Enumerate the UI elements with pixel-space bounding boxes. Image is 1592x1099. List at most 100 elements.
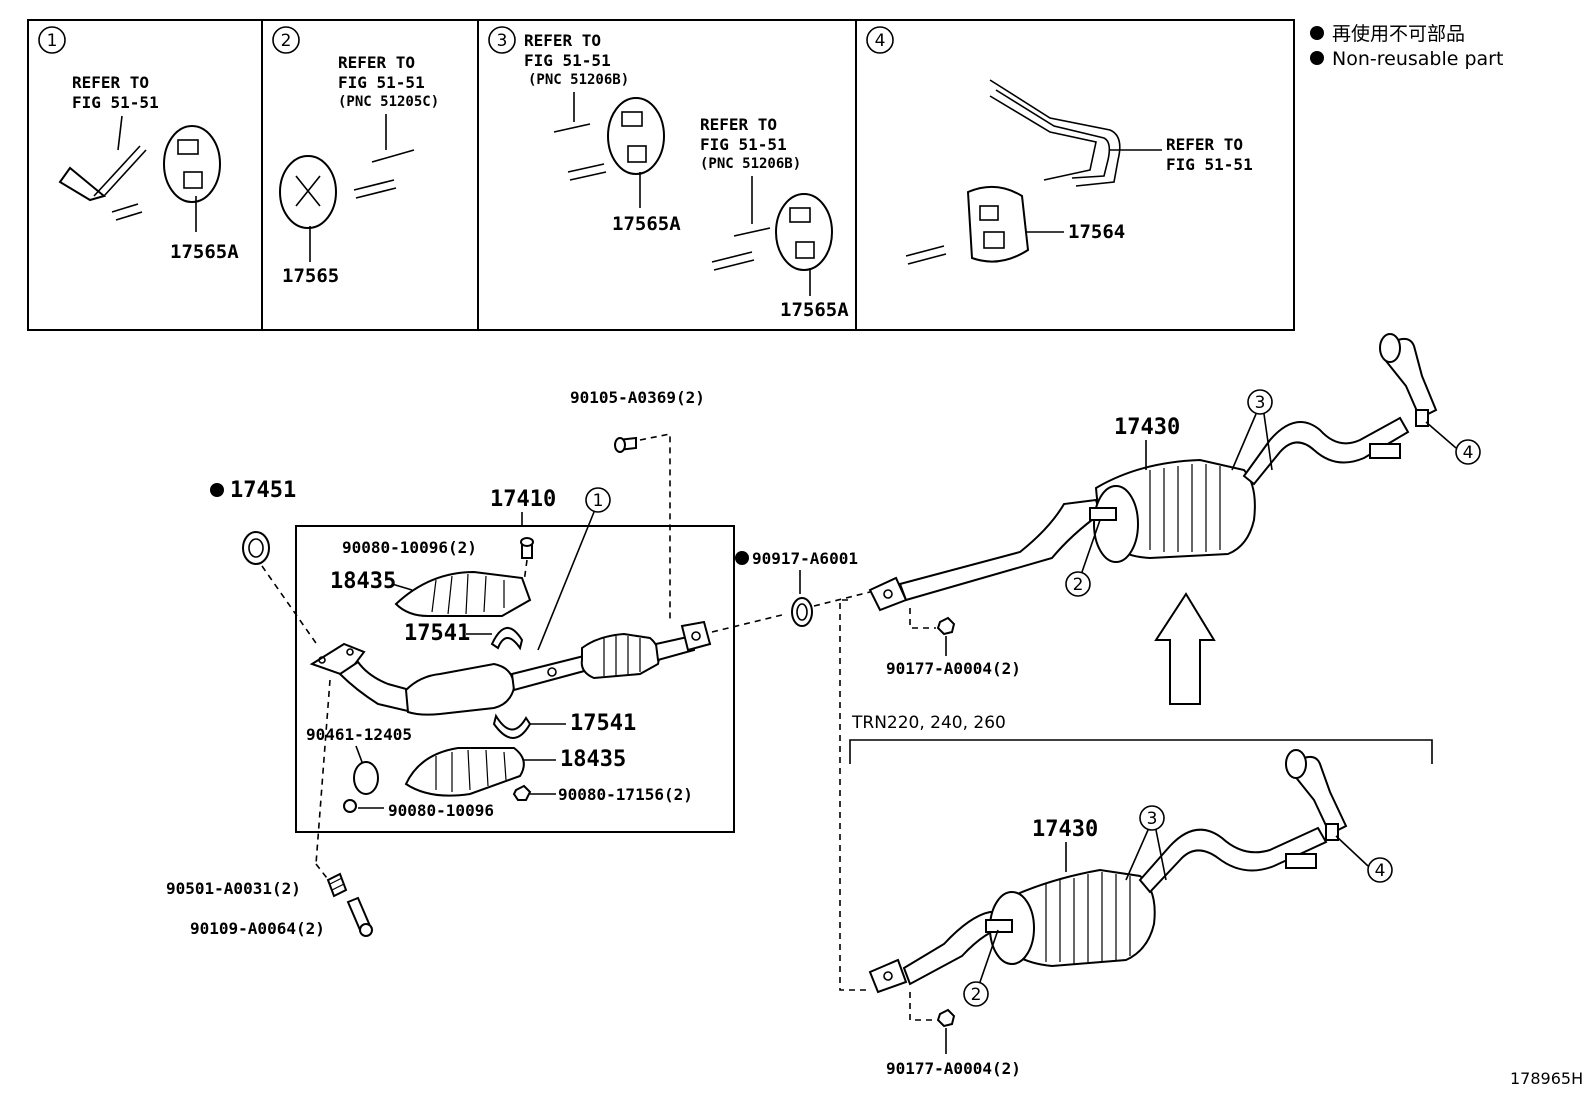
hanger-hole xyxy=(789,207,811,223)
hanger-hole xyxy=(621,111,643,127)
hanger-cross xyxy=(295,175,321,207)
main-assembly: 17451 17410 90105-A0369(2) 90080-10096(2… xyxy=(166,333,1481,938)
refer-to-label: REFER TO xyxy=(338,53,415,72)
nut-90177 xyxy=(936,1008,956,1028)
gasket-hole xyxy=(796,603,808,621)
shield-ribs xyxy=(435,749,507,792)
figure-code: 178965H xyxy=(1510,1069,1583,1088)
leader-line xyxy=(1335,835,1369,867)
callout-circle xyxy=(1367,857,1393,883)
refer-fig-label: FIG 51-51 xyxy=(524,51,611,70)
part-number-17565A: 17565A xyxy=(780,299,849,321)
assembly-box-17410 xyxy=(295,525,735,833)
assembly-line xyxy=(315,863,331,883)
part-number-17565A: 17565A xyxy=(170,241,239,263)
detail-panels: 1 REFER TO FIG 51-51 17565A 2 REFER TO F… xyxy=(27,19,1295,331)
assembly-line xyxy=(711,613,787,633)
part-number-90461: 90461-12405 xyxy=(306,725,412,744)
leader-line xyxy=(1425,421,1457,449)
hanger-bracket xyxy=(1369,443,1401,459)
hanger-bracket xyxy=(1325,823,1339,841)
pnc-label: (PNC 51205C) xyxy=(338,94,439,110)
catalytic-converter-front xyxy=(404,662,516,716)
part-number-17451: 17451 xyxy=(230,478,296,503)
assembly-line xyxy=(261,565,319,647)
hanger-bracket xyxy=(1285,853,1317,869)
part-number-90177-lower: 90177-A0004(2) xyxy=(886,1059,1021,1078)
flange-hole xyxy=(691,631,701,641)
hanger-hole xyxy=(795,241,815,259)
stub-pipe xyxy=(569,171,607,181)
part-number-90080-10096-2: 90080-10096(2) xyxy=(342,538,477,557)
panel-number: 1 xyxy=(47,31,58,51)
assembly-line xyxy=(639,433,671,622)
flange-hole xyxy=(346,648,354,656)
muffler-ribs xyxy=(1045,872,1131,964)
panel-number: 2 xyxy=(281,31,292,51)
refer-fig-label: FIG 51-51 xyxy=(338,73,425,92)
callout-number: 4 xyxy=(1463,443,1474,463)
panel-number: 4 xyxy=(875,31,886,51)
part-number-90080-17156: 90080-17156(2) xyxy=(558,785,693,804)
hanger-bracket xyxy=(58,166,107,202)
panel-number-circle xyxy=(38,26,66,54)
leader-line xyxy=(1231,413,1273,471)
stub-pipe xyxy=(553,123,591,133)
variant-assembly: TRN220, 240, 260 17430 3 4 2 90177-A0004… xyxy=(839,599,1433,1078)
hanger-hole xyxy=(983,231,1005,249)
variant-label: TRN220, 240, 260 xyxy=(851,713,1006,733)
part-number-17565A: 17565A xyxy=(612,213,681,235)
non-reusable-dot xyxy=(735,551,749,565)
bracket-rod xyxy=(989,79,1121,187)
hanger-hole xyxy=(627,145,647,163)
non-reusable-dot xyxy=(1310,51,1324,65)
panel-number: 3 xyxy=(497,31,508,51)
leader-line xyxy=(1125,829,1167,881)
callout-circle xyxy=(1139,805,1165,831)
detail-panel-2: 2 REFER TO FIG 51-51 (PNC 51205C) 17565 xyxy=(272,26,439,287)
heat-shield-18435-lower xyxy=(404,747,525,797)
part-number-17410: 17410 xyxy=(490,487,556,512)
part-number-17564: 17564 xyxy=(1068,221,1125,243)
callout-number: 2 xyxy=(1073,575,1084,595)
heat-shield-18435-upper xyxy=(394,570,532,617)
leader-line xyxy=(355,745,363,763)
legend-japanese: 再使用不可部品 xyxy=(1332,23,1465,45)
bolt-head xyxy=(614,437,626,453)
leader-line xyxy=(117,115,123,151)
stub-pipe xyxy=(371,149,415,163)
tailpipe-tip xyxy=(1379,333,1401,363)
refer-fig-label: FIG 51-51 xyxy=(700,135,787,154)
assembly-line xyxy=(909,992,936,1021)
non-reusable-dot xyxy=(1310,26,1324,40)
callout-circle xyxy=(1247,389,1273,415)
hanger-bracket xyxy=(1089,507,1117,521)
refer-to-label: REFER TO xyxy=(700,115,777,134)
gasket-90917 xyxy=(791,597,813,627)
callout-number: 3 xyxy=(1255,393,1266,413)
clamp-17541-lower xyxy=(492,713,532,739)
panel-number-circle xyxy=(866,26,894,54)
part-number-90080-10096: 90080-10096 xyxy=(388,801,494,820)
detail-panel-3: 3 REFER TO FIG 51-51 (PNC 51206B) 17565A… xyxy=(488,26,849,321)
tailpipe-flange xyxy=(868,958,908,994)
flange-hole xyxy=(883,589,893,599)
assembly-line xyxy=(813,591,871,607)
bolt-head xyxy=(520,537,534,547)
assembly-line xyxy=(839,599,868,991)
part-number-17430-upper: 17430 xyxy=(1114,415,1180,440)
non-reusable-dot xyxy=(210,483,224,497)
leader-line xyxy=(1081,519,1101,573)
detail-panel-1: 1 REFER TO FIG 51-51 17565A xyxy=(38,26,239,263)
stub-pipe xyxy=(907,253,947,265)
part-number-17541-upper: 17541 xyxy=(404,621,470,646)
refer-fig-label: FIG 51-51 xyxy=(72,93,159,112)
stub-pipe xyxy=(353,179,395,191)
callout-number: 1 xyxy=(593,491,604,511)
assembly-line xyxy=(315,679,331,865)
tailpipe-rear-section xyxy=(1242,416,1410,486)
outlet-pipe xyxy=(654,634,696,662)
sensor-boss xyxy=(547,667,557,677)
part-number-90917: 90917-A6001 xyxy=(752,549,858,568)
nut-90177 xyxy=(936,616,956,636)
